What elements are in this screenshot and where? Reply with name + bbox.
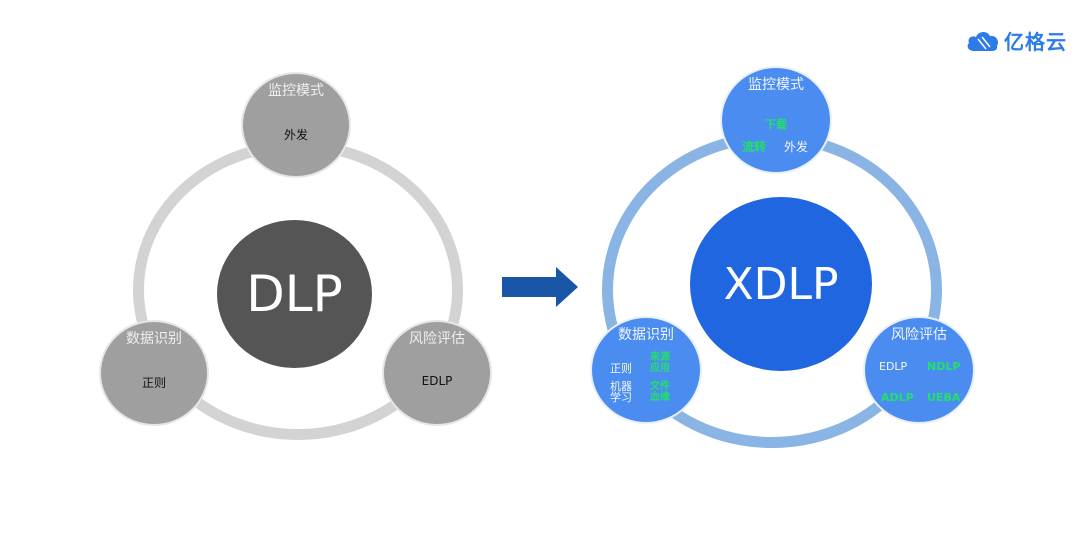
node-item-new: ADLP — [881, 391, 914, 404]
brand-name: 亿格云 — [1004, 30, 1067, 54]
arrow-right-icon — [502, 267, 578, 307]
dlp-core-circle: DLP — [217, 220, 372, 368]
node-item-new: 流转 — [742, 140, 767, 154]
xdlp-node-monitor-mode: 监控模式 下载 流转 外发 — [720, 66, 832, 174]
node-title: 风险评估 — [409, 331, 465, 347]
node-item: 机器学习 — [610, 380, 632, 404]
node-item: EDLP — [879, 360, 908, 373]
node-item: 外发 — [784, 140, 809, 154]
dlp-node-risk-assessment: 风险评估 EDLP — [382, 320, 492, 426]
node-item: 外发 — [283, 128, 308, 142]
dlp-node-data-identification: 数据识别 正则 — [99, 320, 209, 426]
node-title: 数据识别 — [126, 331, 182, 347]
xdlp-node-risk-assessment: 风险评估 EDLP NDLP ADLP UEBA — [863, 316, 975, 424]
brand-logo: 亿格云 — [966, 26, 1067, 55]
xdlp-node-data-identification: 数据识别 正则 来源应用 机器学习 文件血缘 — [590, 316, 702, 424]
node-item-new: 下载 — [765, 118, 787, 131]
node-title: 数据识别 — [618, 327, 674, 343]
node-item-new: NDLP — [927, 360, 961, 373]
node-item-new: 来源应用 — [650, 352, 670, 374]
xdlp-core-circle: XDLP — [690, 197, 872, 371]
node-item-new: UEBA — [927, 391, 961, 404]
xdlp-core-label: XDLP — [723, 258, 839, 310]
node-item: EDLP — [421, 374, 453, 388]
cloud-icon — [967, 31, 999, 51]
node-item: 正则 — [610, 362, 632, 375]
node-item: 正则 — [141, 376, 166, 390]
node-title: 风险评估 — [891, 327, 947, 343]
dlp-node-monitor-mode: 监控模式 外发 — [241, 72, 351, 178]
node-title: 监控模式 — [268, 83, 324, 99]
node-title: 监控模式 — [748, 77, 804, 93]
dlp-core-label: DLP — [246, 265, 343, 323]
node-item-new: 文件血缘 — [650, 381, 670, 403]
